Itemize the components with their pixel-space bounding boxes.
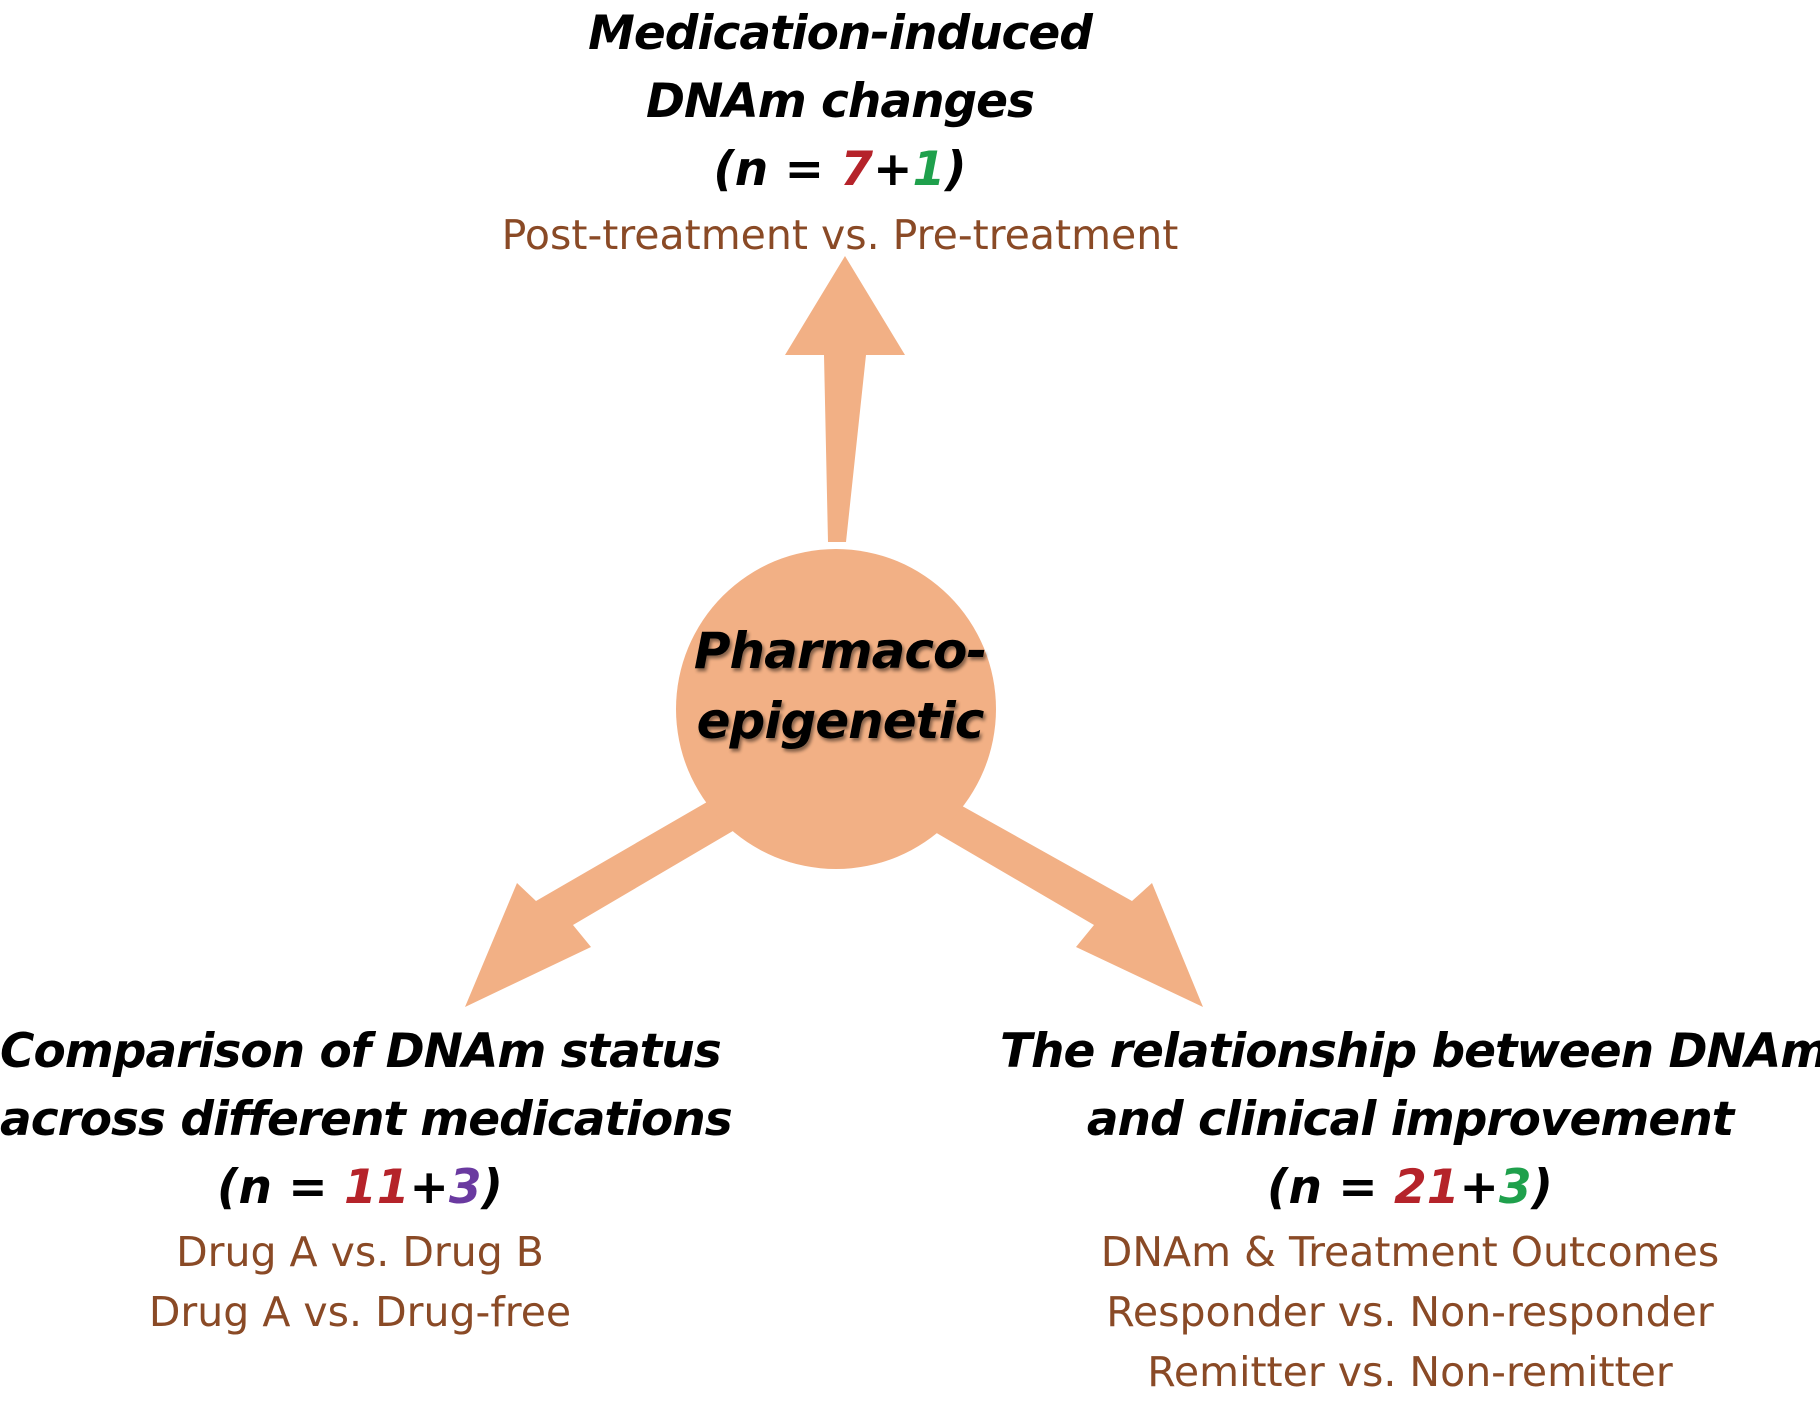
count-plus: + xyxy=(1459,1160,1499,1215)
count-open: (n = xyxy=(1266,1160,1395,1215)
count-close: ) xyxy=(1531,1160,1554,1215)
count-open: (n = xyxy=(713,142,841,197)
hub-circle xyxy=(676,549,996,869)
left-node-count: (n = 11+3) xyxy=(0,1154,720,1222)
right-node-comparison: Remitter vs. Non-remitter xyxy=(1147,1348,1673,1396)
right-node-comparison: DNAm & Treatment Outcomes xyxy=(1100,1228,1720,1276)
left-node-comparison: Drug A vs. Drug-free xyxy=(148,1288,572,1336)
top-node-heading-line2: DNAm changes xyxy=(645,74,1035,129)
left-node-heading-line2: across different medications xyxy=(0,1092,733,1147)
arrow-down-left xyxy=(465,802,738,1007)
count-plus: + xyxy=(873,142,913,197)
arrow-up xyxy=(785,256,905,542)
right-node-heading-line2: and clinical improvement xyxy=(1086,1092,1734,1147)
count-value-a: 21 xyxy=(1394,1160,1460,1215)
count-value-b: 3 xyxy=(1498,1160,1532,1215)
left-node-heading-line1: Comparison of DNAm status xyxy=(0,1024,722,1079)
count-value-b: 1 xyxy=(912,142,946,197)
top-node-comparison: Post-treatment vs. Pre-treatment xyxy=(501,211,1179,259)
count-plus: + xyxy=(409,1160,449,1215)
right-node-comparison: Responder vs. Non-responder xyxy=(1106,1288,1714,1336)
right-node-heading-line1: The relationship between DNAm xyxy=(1000,1024,1820,1079)
count-close: ) xyxy=(481,1160,504,1215)
hub-label: Pharmaco- epigenetic xyxy=(660,616,1020,756)
hub-label-line2: epigenetic xyxy=(696,692,985,750)
count-open: (n = xyxy=(216,1160,345,1215)
right-node-count: (n = 21+3) xyxy=(1000,1154,1820,1222)
left-node-comparison: Drug A vs. Drug B xyxy=(176,1228,544,1276)
top-node-heading-line1: Medication-induced xyxy=(588,6,1093,61)
left-node: Comparison of DNAm status across differe… xyxy=(0,1018,733,1342)
right-node: The relationship between DNAm and clinic… xyxy=(1000,1018,1820,1402)
hub-label-line1: Pharmaco- xyxy=(693,622,987,680)
count-close: ) xyxy=(945,142,967,197)
count-value-b: 3 xyxy=(448,1160,482,1215)
count-value-a: 7 xyxy=(840,142,874,197)
count-value-a: 11 xyxy=(344,1160,410,1215)
top-node-count: (n = 7+1) xyxy=(310,136,1370,204)
arrow-down-right xyxy=(928,802,1203,1007)
top-node: Medication-induced DNAm changes (n = 7+1… xyxy=(310,0,1370,266)
